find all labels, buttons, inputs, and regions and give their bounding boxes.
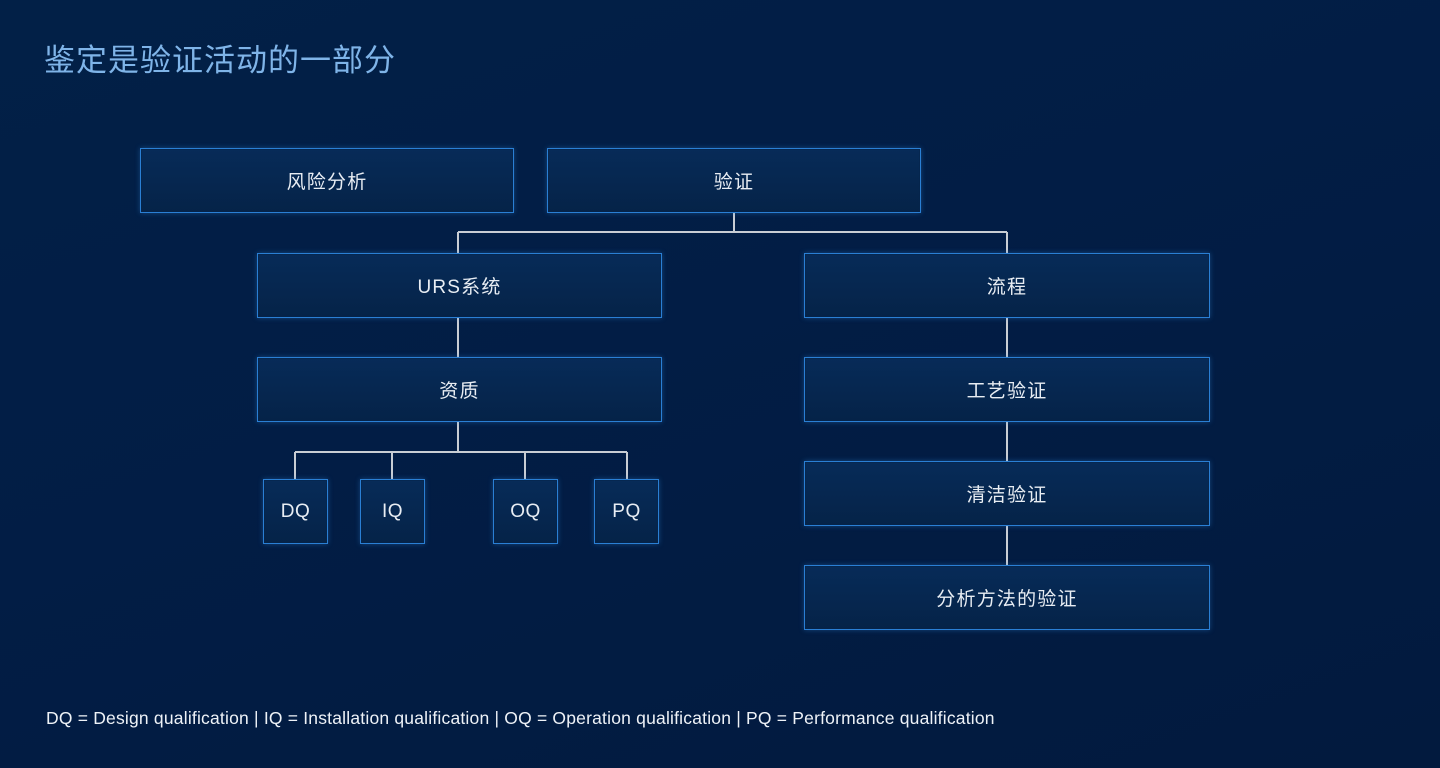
node-risk-analysis[interactable]: 风险分析: [140, 148, 514, 213]
node-pq[interactable]: PQ: [594, 479, 659, 544]
node-process-validation[interactable]: 工艺验证: [804, 357, 1210, 422]
node-cleaning-validation[interactable]: 清洁验证: [804, 461, 1210, 526]
node-label: PQ: [612, 500, 641, 522]
node-label: 资质: [439, 381, 480, 402]
node-oq[interactable]: OQ: [493, 479, 558, 544]
node-iq[interactable]: IQ: [360, 479, 425, 544]
node-label: 分析方法的验证: [936, 589, 1078, 610]
node-label: URS系统: [417, 277, 502, 298]
node-label: 工艺验证: [966, 381, 1048, 402]
node-label: DQ: [280, 500, 311, 522]
node-analytical-method-validation[interactable]: 分析方法的验证: [804, 565, 1210, 630]
legend-footer: DQ = Design qualification | IQ = Install…: [46, 708, 995, 728]
node-process[interactable]: 流程: [804, 253, 1210, 318]
node-validation[interactable]: 验证: [547, 148, 921, 213]
node-qualification[interactable]: 资质: [257, 357, 662, 422]
node-label: OQ: [510, 500, 541, 522]
node-label: 风险分析: [286, 172, 368, 193]
node-label: 流程: [986, 277, 1028, 298]
node-label: 清洁验证: [966, 485, 1048, 506]
node-label: IQ: [381, 500, 404, 522]
node-dq[interactable]: DQ: [263, 479, 328, 544]
node-urs-system[interactable]: URS系统: [257, 253, 662, 318]
node-label: 验证: [713, 172, 755, 193]
page-title: 鉴定是验证活动的一部分: [44, 43, 396, 78]
